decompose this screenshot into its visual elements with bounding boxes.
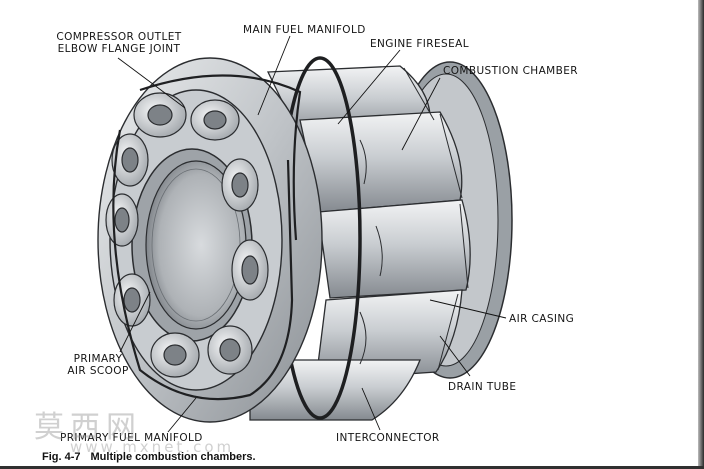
label-compressor-outlet-line2: ELBOW FLANGE JOINT (57, 43, 181, 55)
label-combustion-chamber: COMBUSTION CHAMBER (443, 65, 578, 77)
main-fuel-manifold-pipe (139, 74, 302, 241)
label-engine-fireseal: ENGINE FIRESEAL (370, 38, 469, 50)
frame-edge-right (698, 0, 704, 469)
leader-lines (117, 35, 507, 433)
combustion-cans (249, 65, 471, 421)
figure-caption-text: Multiple combustion chambers. (90, 451, 256, 463)
label-compressor-outlet-line1: COMPRESSOR OUTLET (56, 31, 182, 43)
label-primary-air-scoop-line2: AIR SCOOP (67, 365, 129, 377)
label-drain-tube: DRAIN TUBE (448, 381, 517, 393)
label-air-casing: AIR CASING (509, 313, 575, 325)
frame-edge-bottom (0, 466, 704, 469)
primary-fuel-manifold-pipe (112, 129, 294, 401)
label-main-fuel-manifold: MAIN FUEL MANIFOLD (243, 24, 366, 36)
label-compressor-outlet: COMPRESSOR OUTLET ELBOW FLANGE JOINT (52, 31, 186, 55)
figure-number: Fig. 4-7 (42, 451, 81, 463)
figure-caption: Fig. 4-7 Multiple combustion chambers. (42, 451, 256, 463)
label-primary-air-scoop-line1: PRIMARY (73, 353, 123, 365)
label-primary-air-scoop: PRIMARY AIR SCOOP (62, 353, 134, 377)
watermark-url: www.mxnet.com (70, 438, 235, 456)
label-primary-fuel-manifold: PRIMARY FUEL MANIFOLD (60, 432, 203, 444)
watermark-chars: 莫西网 (34, 410, 142, 445)
label-interconnector: INTERCONNECTOR (336, 432, 440, 444)
